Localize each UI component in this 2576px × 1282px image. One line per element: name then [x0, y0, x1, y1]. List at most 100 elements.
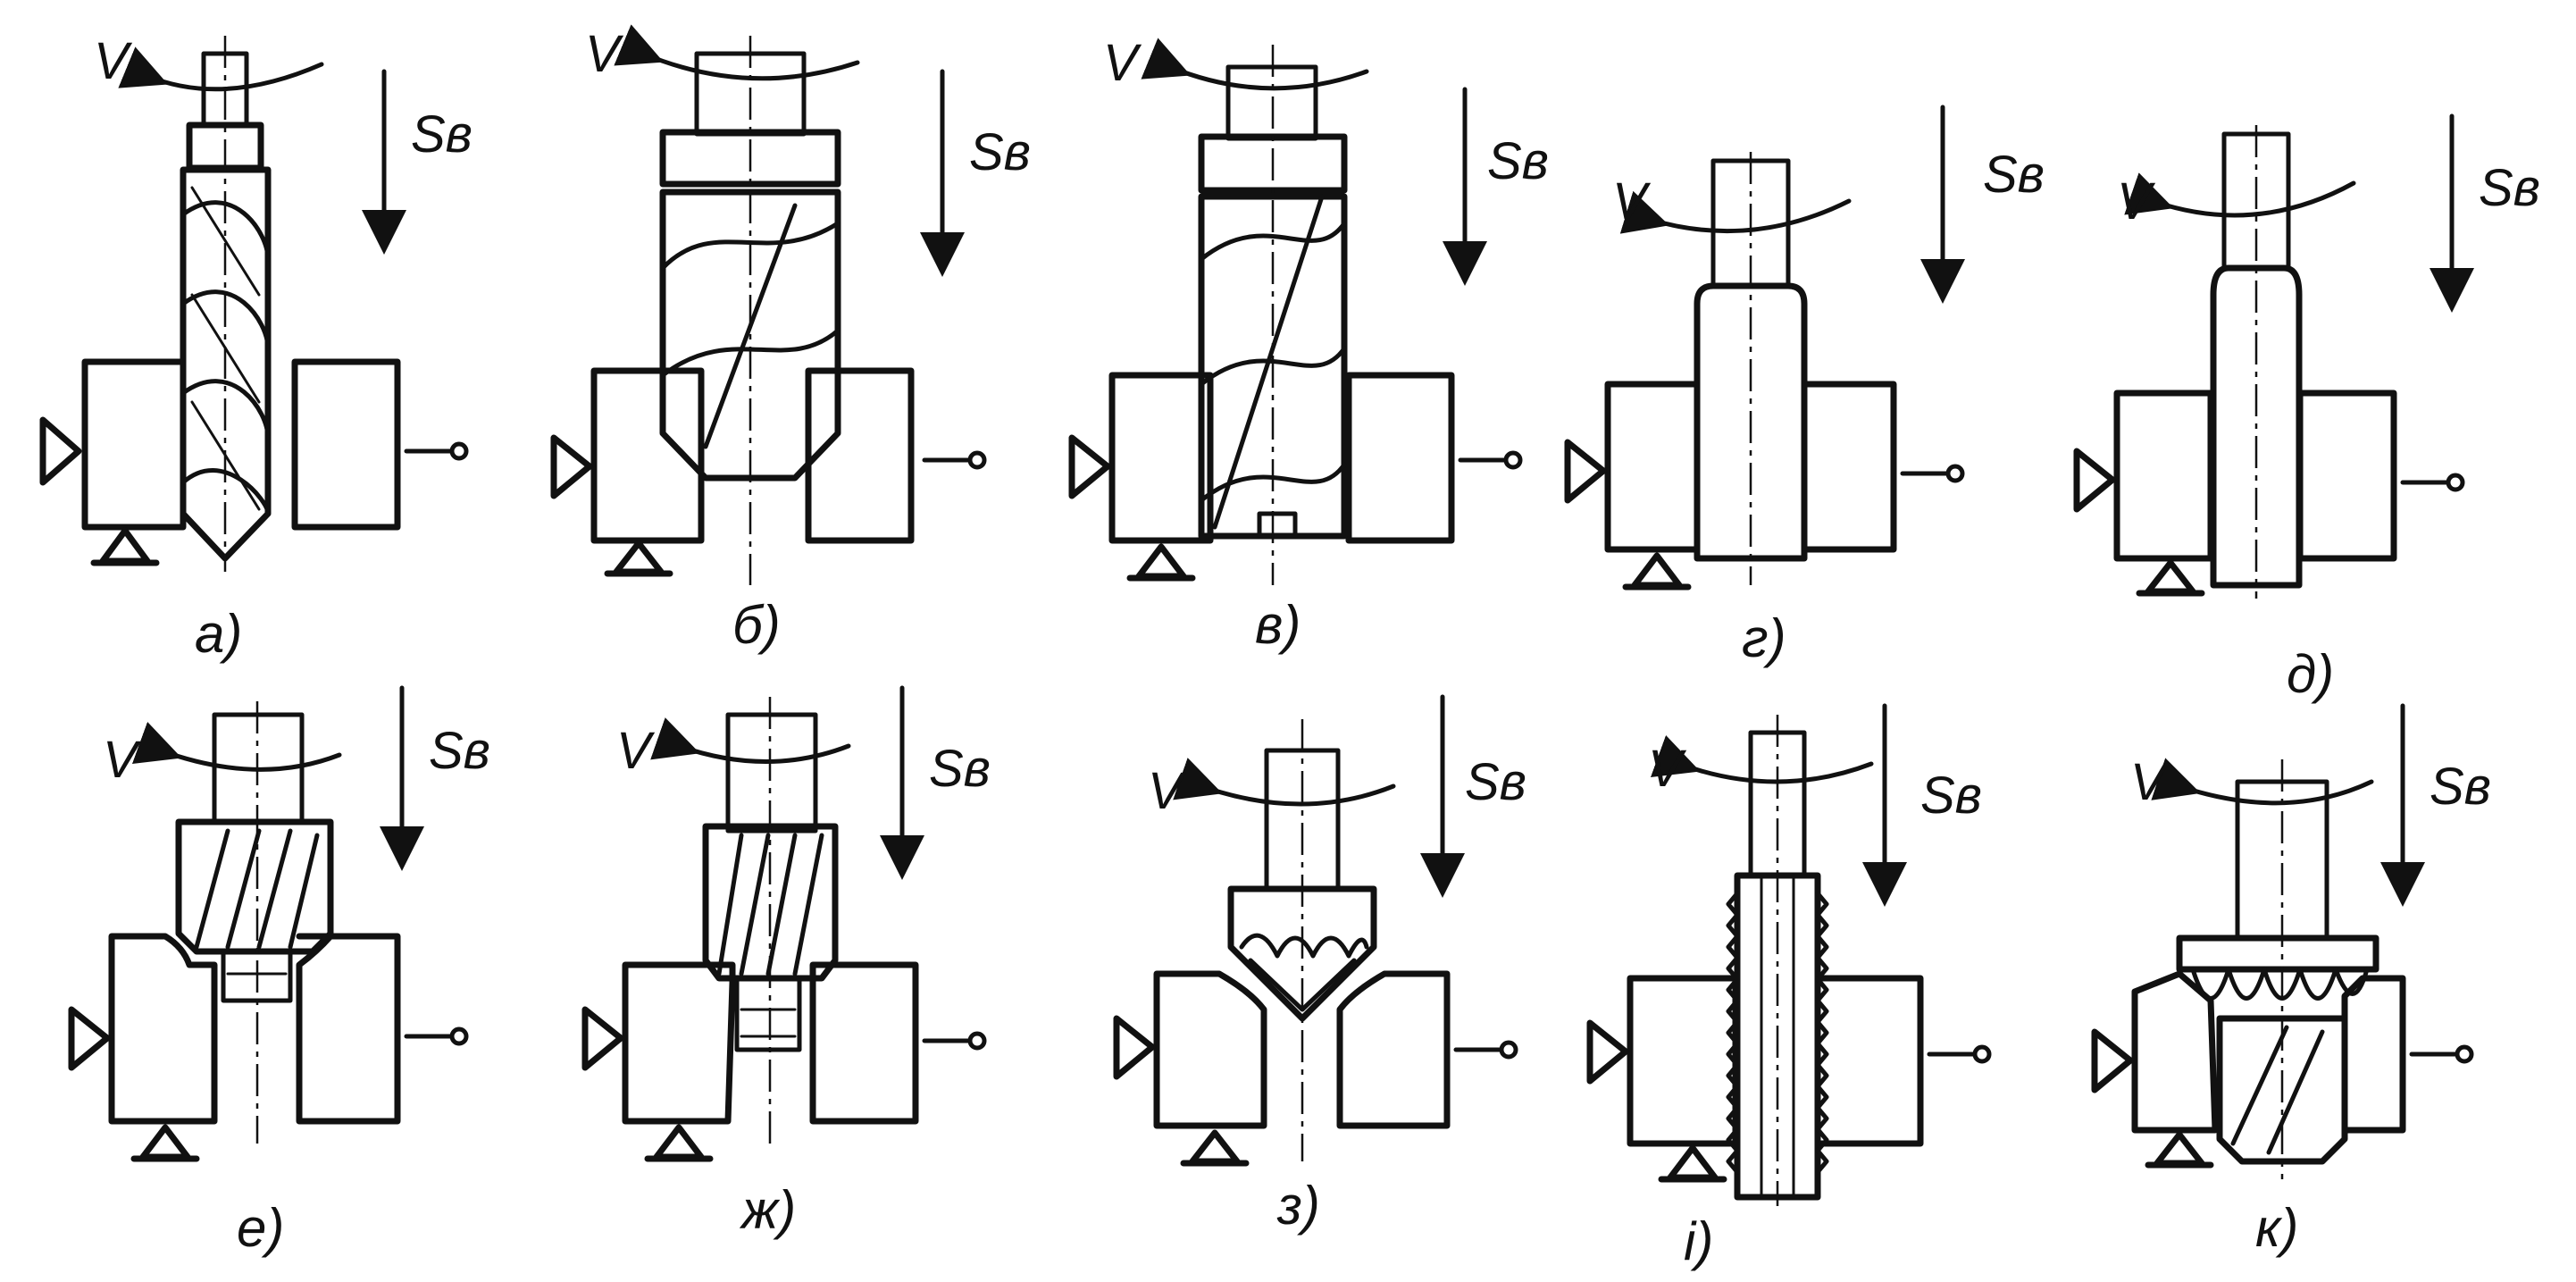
workpiece-right	[1345, 372, 1455, 544]
rotation-arrow	[131, 721, 342, 772]
tap	[1726, 730, 1829, 1201]
locator-pin	[404, 1026, 469, 1046]
core-drill	[1198, 64, 1348, 540]
feed-symbol: Sв	[2430, 758, 2491, 816]
clamp-left	[1586, 1019, 1629, 1085]
workpiece-right	[805, 367, 915, 544]
feed-symbol: Sв	[1920, 767, 1982, 825]
panel-caption: е)	[237, 1198, 284, 1258]
panel-z: V Sв з)	[1113, 694, 1526, 1236]
rotation-arrow	[1650, 734, 1874, 784]
speed-symbol: V	[2117, 172, 2156, 230]
locator-pin	[1900, 464, 1965, 483]
support-triangle	[1126, 543, 1196, 582]
support-triangle	[1180, 1129, 1250, 1167]
workpiece-right	[1336, 970, 1451, 1129]
support-triangle	[2145, 1131, 2214, 1169]
panel-caption: в)	[1255, 595, 1301, 655]
speed-symbol: V	[103, 731, 142, 789]
speed-symbol: V	[94, 32, 133, 90]
feed-symbol: Sв	[2479, 159, 2540, 217]
clamp-left	[2073, 448, 2116, 513]
workpiece-left	[108, 933, 218, 1125]
workpiece-left	[1108, 372, 1214, 544]
workpiece-right	[2296, 390, 2397, 562]
workpiece-left	[1604, 381, 1701, 553]
support-triangle	[644, 1124, 714, 1162]
speed-symbol: V	[1103, 34, 1142, 92]
workpiece-right	[291, 358, 401, 531]
rotation-arrow	[1173, 758, 1396, 807]
workpiece-left	[1627, 975, 1739, 1147]
locator-pin	[1453, 1040, 1518, 1060]
support-triangle	[130, 1124, 200, 1162]
panel-caption: к)	[2255, 1198, 2298, 1258]
rotation-arrow	[1619, 190, 1852, 234]
locator-pin	[1458, 450, 1523, 470]
clamp-left	[1564, 439, 1607, 504]
panel-v: V Sв в)	[1068, 34, 1549, 655]
locator-pin	[2409, 1044, 2474, 1064]
speed-symbol: V	[2130, 753, 2170, 811]
panel-b: V Sв б)	[550, 24, 1031, 655]
panel-a: V Sв а)	[39, 32, 473, 664]
workpiece-left	[2113, 390, 2214, 562]
panel-e: V Sв е)	[68, 685, 490, 1258]
clamp-left	[550, 434, 593, 499]
clamp-left	[581, 1006, 624, 1071]
rotation-arrow	[1141, 38, 1369, 91]
speed-symbol: V	[1612, 172, 1652, 230]
twist-drill	[180, 51, 272, 562]
locator-pin	[404, 441, 469, 461]
support-triangle	[90, 527, 160, 566]
panel-caption: а)	[195, 604, 242, 664]
support-triangle	[1658, 1144, 1727, 1183]
workpiece-right	[809, 961, 919, 1125]
rotation-arrow	[614, 24, 860, 81]
panel-i: V Sв і)	[1586, 703, 1992, 1271]
spot-facer	[2176, 779, 2379, 1165]
panel-caption: з)	[1276, 1176, 1320, 1236]
panel-g: V Sв г)	[1564, 105, 2045, 668]
locator-pin	[922, 450, 987, 470]
clamp-left	[1113, 1015, 1156, 1080]
workpiece-right	[296, 933, 401, 1125]
panel-caption: б)	[732, 595, 781, 655]
panel-d: V Sв д)	[2073, 113, 2540, 704]
workpiece-right	[2341, 975, 2406, 1134]
panel-caption: д)	[2287, 644, 2334, 704]
rotation-arrow	[2124, 172, 2356, 218]
locator-pin	[922, 1031, 987, 1051]
clamp-left	[68, 1006, 111, 1071]
workpiece-left	[590, 367, 705, 544]
feed-symbol: Sв	[929, 740, 991, 798]
speed-symbol: V	[585, 25, 624, 83]
feed-symbol: Sв	[1983, 146, 2045, 204]
panel-zh: V Sв ж)	[581, 685, 991, 1240]
panel-caption: г)	[1742, 608, 1786, 668]
feed-symbol: Sв	[969, 123, 1031, 181]
multi-flute-counterbore	[702, 712, 839, 1052]
workpiece-left	[2131, 970, 2219, 1134]
clamp-left	[1068, 434, 1111, 499]
workpiece-left	[1153, 970, 1267, 1129]
clamp-left	[39, 416, 82, 486]
panel-k: V Sв к)	[2091, 703, 2491, 1258]
feed-symbol: Sв	[429, 722, 490, 780]
clamp-left	[2091, 1028, 2134, 1093]
feed-symbol: Sв	[1465, 753, 1526, 811]
locator-pin	[2400, 473, 2465, 492]
rotation-arrow	[650, 717, 851, 764]
locator-pin	[1927, 1044, 1992, 1064]
workpiece-left	[622, 961, 736, 1125]
rotation-arrow	[2151, 758, 2374, 806]
speed-symbol: V	[1648, 740, 1687, 798]
support-triangle	[604, 540, 673, 577]
feed-symbol: Sв	[411, 105, 473, 163]
speed-symbol: V	[1148, 762, 1187, 820]
workpiece-right	[1801, 381, 1897, 553]
feed-symbol: Sв	[1487, 132, 1549, 190]
workpiece-right	[1814, 975, 1924, 1147]
support-triangle	[2136, 559, 2205, 597]
